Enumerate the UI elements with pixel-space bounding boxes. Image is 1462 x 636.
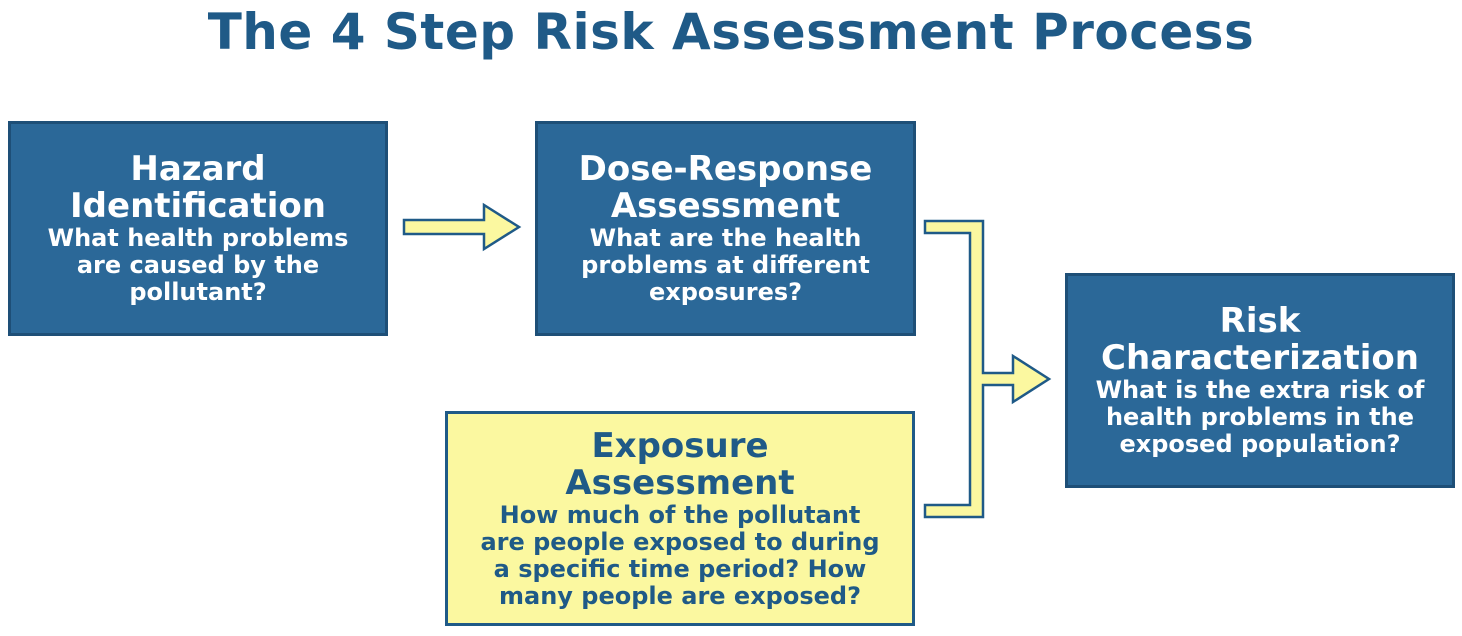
dose-response-question: What are the health problems at differen…	[581, 224, 870, 306]
dose-response-box: Dose-Response Assessment What are the he…	[535, 121, 916, 336]
hazard-question: What health problems are caused by the p…	[47, 224, 349, 306]
arrow-merge-to-risk	[923, 219, 1052, 519]
arrow-hazard-to-dose	[402, 202, 522, 252]
exposure-question: How much of the pollutant are people exp…	[480, 500, 880, 610]
page-title: The 4 Step Risk Assessment Process	[207, 3, 1255, 61]
exposure-assessment-box: Exposure Assessment How much of the poll…	[445, 411, 915, 626]
exposure-heading: Exposure Assessment	[565, 425, 795, 503]
dose-response-heading: Dose-Response Assessment	[578, 149, 873, 226]
hazard-identification-box: Hazard Identification What health proble…	[8, 121, 388, 336]
risk-heading: Risk Characterization	[1101, 301, 1419, 378]
risk-question: What is the extra risk of health problem…	[1095, 376, 1425, 458]
hazard-heading: Hazard Identification	[70, 149, 326, 226]
risk-characterization-box: Risk Characterization What is the extra …	[1065, 273, 1455, 488]
